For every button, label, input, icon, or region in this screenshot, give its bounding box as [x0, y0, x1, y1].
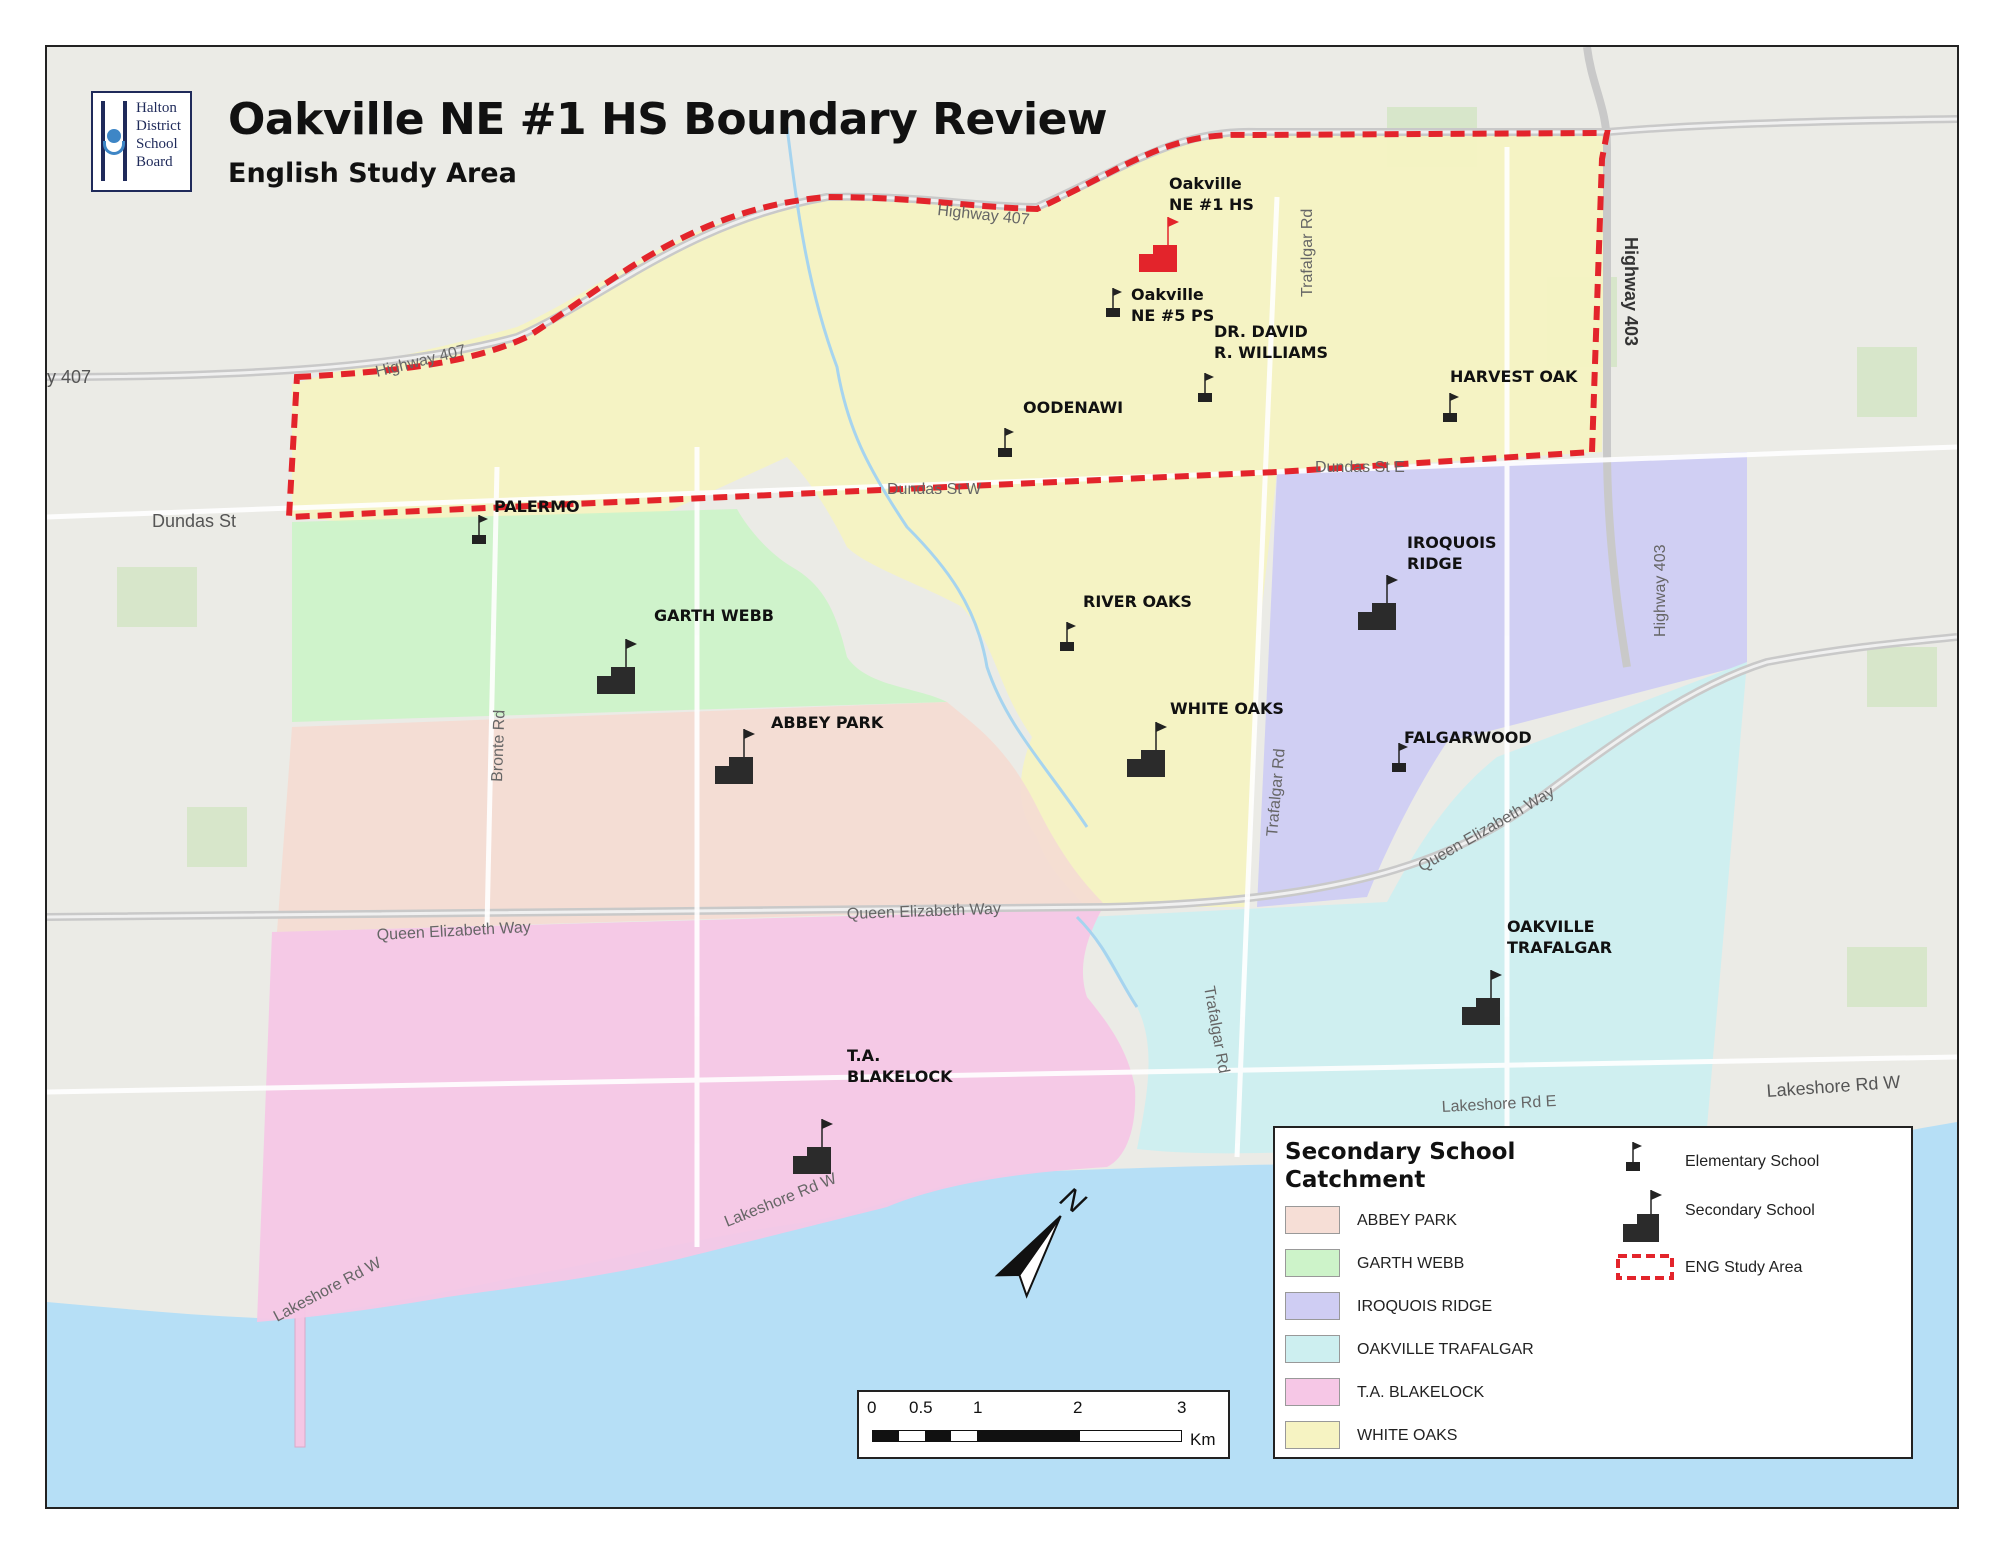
label-oodenawi: OODENAWI	[1023, 398, 1123, 417]
label-ot-1: OAKVILLE	[1507, 917, 1595, 936]
label-garth-webb: GARTH WEBB	[654, 606, 774, 625]
legend-swatch	[1285, 1421, 1340, 1449]
label-white-oaks: WHITE OAKS	[1170, 699, 1284, 718]
elementary-school-icon	[1626, 1142, 1642, 1171]
scale-tick: 2	[1073, 1398, 1083, 1417]
road-label-dundas: Dundas St	[152, 511, 236, 531]
legend-label: IROQUOIS RIDGE	[1357, 1298, 1493, 1315]
creeks	[785, 126, 1139, 1008]
road-label-dundas-e: Dundas St E	[1315, 459, 1405, 476]
catchment-oakville-trafalgar	[1087, 662, 1747, 1154]
legend-label: T.A. BLAKELOCK	[1357, 1384, 1485, 1401]
label-iroquois-1: IROQUOIS	[1407, 533, 1497, 552]
scale-bar-graphic	[872, 1430, 1182, 1442]
study-area-outline-icon	[1616, 1254, 1674, 1280]
legend-swatch	[1285, 1378, 1340, 1406]
logo-line-4: Board	[136, 154, 173, 170]
map-subtitle: English Study Area	[228, 158, 517, 189]
scale-seg	[925, 1431, 951, 1441]
legend-symbol-label: ENG Study Area	[1685, 1259, 1803, 1276]
scale-seg	[873, 1431, 899, 1441]
label-falgarwood: FALGARWOOD	[1404, 728, 1532, 747]
district-logo: Halton District School Board	[91, 91, 192, 192]
scale-unit: Km	[1190, 1430, 1216, 1449]
label-blakelock-1: T.A.	[847, 1046, 880, 1065]
legend-symbol-study-area: ENG Study Area	[1615, 1253, 1802, 1293]
legend-label: GARTH WEBB	[1357, 1255, 1465, 1272]
logo-mark-right	[123, 101, 127, 181]
label-ne1-1: Oakville	[1169, 174, 1242, 193]
legend-swatch	[1285, 1335, 1340, 1363]
legend-symbol-label: Secondary School	[1685, 1202, 1815, 1219]
catchment-garth-webb	[292, 509, 947, 722]
label-harvest-oak: HARVEST OAK	[1450, 367, 1578, 386]
legend-swatch	[1285, 1292, 1340, 1320]
catchment-iroquois	[1257, 452, 1747, 907]
label-drw-1: DR. DAVID	[1214, 322, 1308, 341]
road-label-bronte: Bronte Rd	[489, 710, 509, 783]
legend-label: WHITE OAKS	[1357, 1427, 1458, 1444]
catchment-white-oaks	[292, 131, 1607, 907]
legend-title: Secondary School Catchment	[1285, 1139, 1516, 1193]
scale-bar: 0 0.5 1 2 3 Km	[857, 1390, 1230, 1459]
label-palermo: PALERMO	[494, 497, 580, 516]
label-river-oaks: RIVER OAKS	[1083, 592, 1192, 611]
logo-line-3: School	[136, 136, 178, 152]
scale-tick: 0	[867, 1398, 877, 1417]
study-area-outline	[285, 129, 1611, 521]
map-title: Oakville NE #1 HS Boundary Review	[228, 94, 1108, 145]
label-blakelock-2: BLAKELOCK	[847, 1067, 953, 1086]
logo-line-2: District	[136, 118, 181, 134]
lake-west	[47, 1302, 287, 1507]
road-label-trafalgar-n: Trafalgar Rd	[1299, 209, 1316, 297]
legend-symbol-secondary: Secondary School	[1615, 1186, 1815, 1242]
catchment-abbey-park	[277, 702, 1107, 932]
legend-label: ABBEY PARK	[1357, 1212, 1457, 1229]
road-label-403-b: Highway 403	[1652, 544, 1669, 637]
label-ot-2: TRAFALGAR	[1507, 938, 1612, 957]
pier	[294, 1306, 306, 1448]
logo-line-1: Halton	[136, 100, 177, 116]
logo-figure-head	[107, 129, 121, 143]
scale-tick: 3	[1177, 1398, 1187, 1417]
legend-symbol-label: Elementary School	[1685, 1153, 1820, 1170]
legend: Secondary School Catchment ABBEY PARK GA…	[1273, 1126, 1913, 1459]
road-label-qew-mid: Queen Elizabeth Way	[847, 901, 1002, 923]
scale-tick: 0.5	[909, 1398, 933, 1417]
label-abbey-park: ABBEY PARK	[771, 713, 884, 732]
legend-swatch	[1285, 1206, 1340, 1234]
logo-figure-arms	[103, 141, 125, 155]
legend-symbol-elementary: Elementary School	[1615, 1136, 1819, 1176]
label-ne1-2: NE #1 HS	[1169, 195, 1254, 214]
label-drw-2: R. WILLIAMS	[1214, 343, 1328, 362]
secondary-school-icon	[1623, 1190, 1662, 1242]
road-label-dundas-w: Dundas St W	[887, 481, 982, 498]
label-ne5-2: NE #5 PS	[1131, 306, 1214, 325]
road-label-lakeshore-e: Lakeshore Rd E	[1441, 1093, 1556, 1116]
label-ne5-1: Oakville	[1131, 285, 1204, 304]
logo-text: Halton District School Board	[136, 99, 181, 171]
legend-label: OAKVILLE TRAFALGAR	[1357, 1341, 1534, 1358]
legend-swatch	[1285, 1249, 1340, 1277]
scale-seg	[977, 1431, 1080, 1441]
road-label-403-a: Highway 403	[1621, 237, 1641, 346]
road-label-407-left: y 407	[47, 367, 91, 387]
scale-tick: 1	[973, 1398, 983, 1417]
label-iroquois-2: RIDGE	[1407, 554, 1463, 573]
